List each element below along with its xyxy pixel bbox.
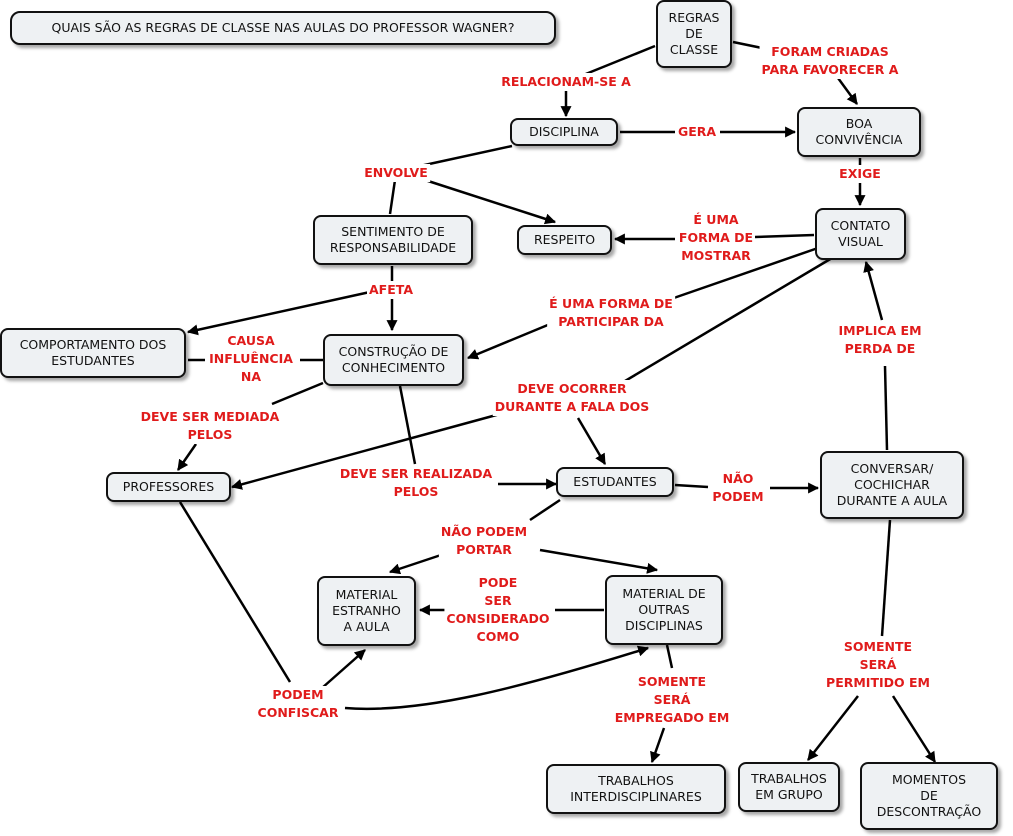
link-gera: GERA — [675, 123, 719, 141]
node-professores[interactable]: PROFESSORES — [106, 472, 231, 502]
node-trabalhos-em-grupo[interactable]: TRABALHOS EM GRUPO — [738, 762, 840, 812]
node-construcao-de-conhecimento[interactable]: CONSTRUÇÃO DE CONHECIMENTO — [323, 334, 464, 386]
edge-estudantes-portar — [529, 498, 561, 522]
edge-ocorrer-estudantes — [576, 417, 607, 465]
link-forma-de-participar: É UMA FORMA DE PARTICIPAR DA — [547, 295, 675, 331]
edge-permitido-grupo — [807, 695, 859, 761]
edge-confiscar-outras — [344, 645, 650, 711]
link-implica-em-perda: IMPLICA EM PERDA DE — [836, 322, 924, 358]
link-afeta: AFETA — [367, 281, 415, 299]
link-nao-podem: NÃO PODEM — [710, 470, 766, 506]
link-exige: EXIGE — [837, 165, 883, 183]
edge-envolve-sentimento — [388, 179, 397, 215]
link-nao-podem-portar: NÃO PODEM PORTAR — [438, 523, 530, 559]
edge-portar-outras — [539, 548, 659, 574]
link-somente-permitido: SOMENTE SERÁ PERMITIDO EM — [824, 638, 932, 692]
edge-disciplina-envolve — [419, 144, 513, 168]
edge-construcao-realizada — [398, 385, 417, 465]
question-box: QUAIS SÃO AS REGRAS DE CLASSE NAS AULAS … — [10, 11, 556, 45]
link-podem-confiscar: PODEM CONFISCAR — [255, 686, 341, 722]
edge-afeta-comportamento — [186, 290, 371, 336]
node-sentimento-de-responsabilidade[interactable]: SENTIMENTO DE RESPONSABILIDADE — [313, 215, 473, 265]
edge-mediada-professores — [176, 443, 198, 471]
node-material-estranho[interactable]: MATERIAL ESTRANHO A AULA — [317, 576, 416, 646]
link-deve-ser-mediada: DEVE SER MEDIADA PELOS — [138, 408, 282, 444]
edge-confiscar-estranho — [321, 649, 366, 689]
edge-professores-confiscar — [178, 501, 292, 683]
edge-foram-boa — [836, 77, 859, 105]
node-comportamento-dos-estudantes[interactable]: COMPORTAMENTO DOS ESTUDANTES — [0, 328, 186, 378]
edge-contato-ocorrer — [619, 256, 833, 386]
edge-implica-contato — [863, 260, 884, 321]
node-disciplina[interactable]: DISCIPLINA — [510, 118, 618, 146]
edge-construcao-mediada — [271, 381, 324, 406]
link-deve-ser-realizada: DEVE SER REALIZADA PELOS — [337, 465, 495, 501]
node-momentos-de-descontracao[interactable]: MOMENTOS DE DESCONTRAÇÃO — [860, 762, 998, 830]
edge-contato-mostrar — [754, 233, 815, 239]
node-boa-convivencia[interactable]: BOA CONVIVÊNCIA — [797, 107, 921, 157]
edge-conversar-implica — [883, 365, 889, 451]
node-material-outras-disciplinas[interactable]: MATERIAL DE OUTRAS DISCIPLINAS — [605, 575, 723, 645]
edge-conversar-permitido — [880, 519, 892, 637]
node-conversar-cochichar[interactable]: CONVERSAR/ COCHICHAR DURANTE A AULA — [820, 451, 964, 519]
edge-contato-participar — [667, 246, 819, 302]
link-somente-empregado: SOMENTE SERÁ EMPREGADO EM — [612, 673, 732, 727]
link-pode-ser-considerado: PODE SER CONSIDERADO COMO — [444, 574, 552, 646]
link-causa-influencia: CAUSA INFLUÊNCIA NA — [207, 332, 295, 386]
edge-participar-construcao — [466, 320, 556, 360]
node-trabalhos-interdisciplinares[interactable]: TRABALHOS INTERDISCIPLINARES — [546, 764, 726, 814]
edge-envolve-respeito — [424, 178, 557, 225]
node-regras-de-classe[interactable]: REGRAS DE CLASSE — [656, 0, 732, 68]
link-deve-ocorrer: DEVE OCORRER DURANTE A FALA DOS — [492, 380, 652, 416]
node-estudantes[interactable]: ESTUDANTES — [556, 467, 674, 497]
edge-permitido-momentos — [891, 695, 937, 763]
link-envolve: ENVOLVE — [362, 164, 430, 182]
edge-outras-empregado — [665, 644, 674, 669]
edge-estudantes-naopodem — [674, 483, 709, 489]
link-forma-de-mostrar: É UMA FORMA DE MOSTRAR — [676, 211, 756, 265]
link-foram-criadas: FORAM CRIADAS PARA FAVORECER A — [759, 43, 901, 79]
node-respeito[interactable]: RESPEITO — [517, 225, 612, 255]
edge-empregado-inter — [650, 727, 666, 764]
node-contato-visual[interactable]: CONTATO VISUAL — [815, 208, 906, 260]
link-relacionam-se-a: RELACIONAM-SE A — [499, 73, 633, 91]
edge-ocorrer-professores — [230, 412, 501, 490]
